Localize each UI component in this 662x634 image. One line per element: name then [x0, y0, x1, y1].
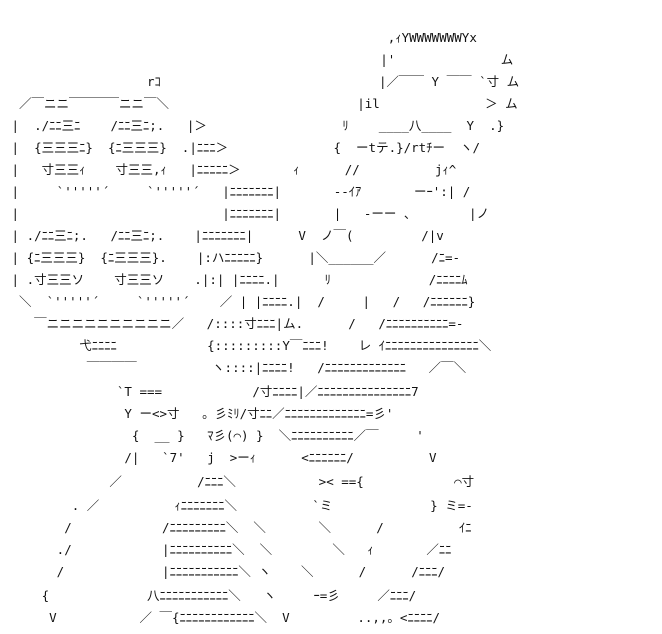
art-line-15: 弋ﾆﾆﾆﾆ {:::::::::Y￣ﾆﾆﾆ! レ ｲﾆﾆﾆﾆﾆﾆﾆﾆﾆﾆﾆﾆﾆﾆ…	[4, 338, 492, 353]
art-line-07: | 寸三三ｨ 寸三三,ｨ |ﾆﾆﾆﾆﾆ＞ ｨ // jｨ^	[4, 162, 457, 177]
art-line-21: ／ /ﾆﾆﾆ＼ >< =={ ⌒寸	[4, 474, 475, 489]
art-line-26: { 八ﾆﾆﾆﾆﾆﾆﾆﾆﾆﾆﾆ＼ ヽ ｰ=彡 ／ﾆﾆﾆ/	[4, 588, 417, 603]
art-line-27: V ／ ￣{ﾆﾆﾆﾆﾆﾆﾆﾆﾆﾆﾆﾆ＼ V ..,,。<ﾆﾆﾆﾆ/	[4, 610, 440, 625]
art-line-24: ./ |ﾆﾆﾆﾆﾆﾆﾆﾆﾆﾆ＼ ＼ ＼ ｨ ／ﾆﾆ	[4, 542, 452, 557]
art-line-03: rｺ |／￣￣ Y ￣￣ `寸 ム	[4, 74, 520, 89]
art-line-06: | {三三三ﾆ} {ﾆ三三三} .|ﾆﾆﾆ＞ { ーtテ.}/rtﾁー ヽ/	[4, 140, 481, 155]
art-line-22: . ／ ｨﾆﾆﾆﾆﾆﾆﾆ＼ `ミ } ミ=-	[4, 498, 473, 513]
art-line-14: ￣ニニニニニニニニニニ／ /::::寸ﾆﾆﾆ|ム. / /ﾆﾆﾆﾆﾆﾆﾆﾆﾆﾆ=…	[4, 316, 464, 331]
art-line-12: | .寸三三ソ 寸三三ソ .|:| |ﾆﾆﾆﾆ.| ﾘ /ﾆﾆﾆﾆﾑ	[4, 272, 468, 287]
art-line-04: ／￣ニニ￣￣￣￣ニニ￣＼ |il ＞ ム	[4, 96, 518, 111]
art-line-11: | {ﾆ三三三} {ﾆ三三三}. |:ハﾆﾆﾆﾆﾆ} |＼______／ /ﾆ=…	[4, 250, 461, 265]
art-line-25: / |ﾆﾆﾆﾆﾆﾆﾆﾆﾆﾆﾆ＼ ヽ ＼ / /ﾆﾆﾆ/	[4, 564, 446, 579]
art-line-10: | ./ﾆﾆ三ﾆ;. /ﾆﾆ三ﾆ;. |ﾆﾆﾆﾆﾆﾆﾆ| V ノ￣( /|v	[4, 228, 444, 243]
art-line-17: `T === /寸ﾆﾆﾆﾆ|／ﾆﾆﾆﾆﾆﾆﾆﾆﾆﾆﾆﾆﾆﾆﾆ7	[4, 384, 419, 399]
art-line-20: /| `7' j >ーｨ <ﾆﾆﾆﾆﾆﾆ/ V	[4, 450, 437, 465]
art-line-13: ＼ `'''''´ `'''''´ ／ | |ﾆﾆﾆﾆ.| / | / /ﾆﾆﾆ…	[4, 294, 476, 309]
art-line-16: ￣￣￣￣ ヽ::::|ﾆﾆﾆﾆ! /ﾆﾆﾆﾆﾆﾆﾆﾆﾆﾆﾆﾆﾆ ／￣＼	[4, 360, 467, 375]
art-line-01: ,ｨYWWWWWWWYx	[4, 30, 477, 45]
art-line-02: |' ム	[4, 52, 514, 67]
art-line-05: | ./ﾆﾆ三ﾆ /ﾆﾆ三ﾆ;. |＞ ﾘ ____八____ Y .}	[4, 118, 505, 133]
art-line-18: Y ー<>寸 。彡ﾐﾘ/寸ﾆﾆ／ﾆﾆﾆﾆﾆﾆﾆﾆﾆﾆﾆﾆﾆ=彡'	[4, 406, 394, 421]
art-line-08: | `'''''´ `'''''´ |ﾆﾆﾆﾆﾆﾆﾆ| --ｲｱ ーｰ':| /	[4, 184, 471, 199]
art-line-19: { __ } ﾏ彡(⌒) } ＼ﾆﾆﾆﾆﾆﾆﾆﾆﾆﾆ／￣ '	[4, 428, 424, 443]
art-line-23: / /ﾆﾆﾆﾆﾆﾆﾆﾆﾆ＼ ＼ ＼ / ｲﾆ	[4, 520, 472, 535]
art-line-09: | |ﾆﾆﾆﾆﾆﾆﾆ| | -ーー 、 |ノ	[4, 206, 490, 221]
